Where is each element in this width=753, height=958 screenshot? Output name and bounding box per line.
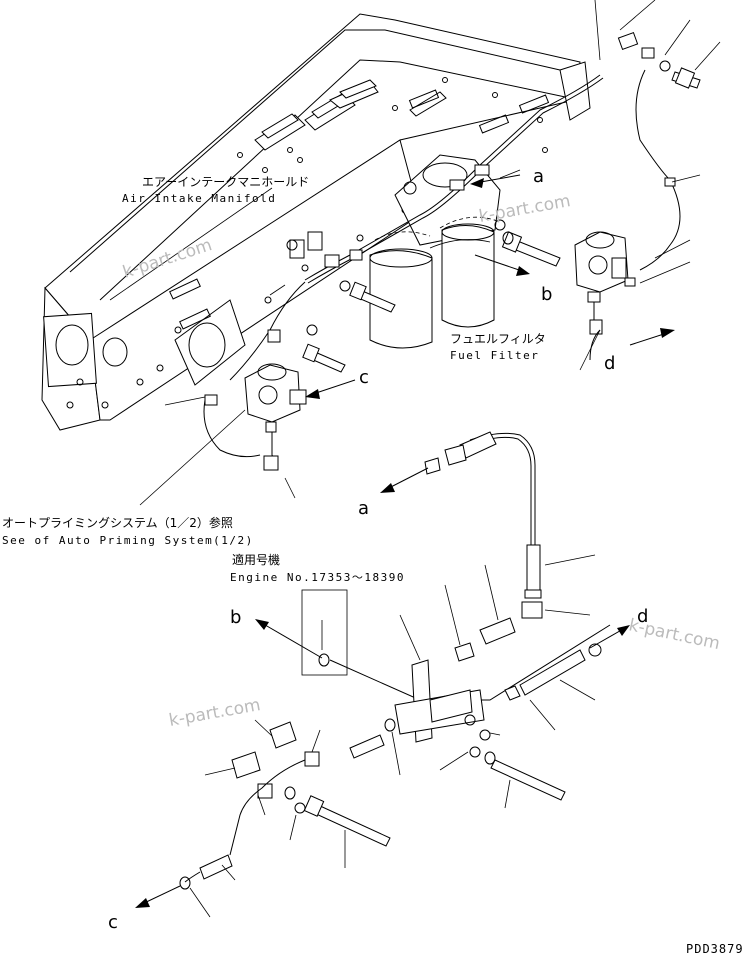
lower-tube-assembly xyxy=(179,431,611,890)
leader-lines xyxy=(109,0,721,918)
air-intake-label-en: Air Intake Manifold xyxy=(122,192,276,205)
fuel-filter-label-en: Fuel Filter xyxy=(450,349,539,362)
air-intake-manifold xyxy=(41,13,591,431)
air-intake-label-jp: エアーインテークマニホールド xyxy=(142,175,309,189)
callout-d-lower: d xyxy=(637,606,648,627)
applicable-label-jp: 適用号機 xyxy=(232,552,280,567)
callout-b-lower: b xyxy=(230,607,241,628)
bolt-holes xyxy=(66,77,548,409)
auto-priming-label-jp: オートプライミングシステム（1／2）参照 xyxy=(2,515,233,530)
priming-pump-lower xyxy=(244,363,307,471)
upper-fasteners xyxy=(286,60,701,373)
watermark: k-part.com xyxy=(167,695,262,731)
fuel-filter-label-jp: フュエルフィルタ xyxy=(450,332,546,346)
engine-number-label: Engine No.17353〜18390 xyxy=(230,571,405,584)
callout-a-upper: a xyxy=(533,166,544,187)
direction-arrows xyxy=(135,174,675,908)
callout-c-lower: c xyxy=(108,912,118,933)
callout-d-upper: d xyxy=(604,353,615,374)
callout-c-upper: c xyxy=(359,367,369,388)
callout-b-upper: b xyxy=(541,284,552,305)
upper-fuel-tubes xyxy=(203,31,681,458)
drawing-code: PDD3879 xyxy=(686,942,744,956)
priming-pump-upper xyxy=(574,231,629,335)
callout-a-lower: a xyxy=(358,498,369,519)
auto-priming-label-en: See of Auto Priming System(1/2) xyxy=(2,534,254,547)
